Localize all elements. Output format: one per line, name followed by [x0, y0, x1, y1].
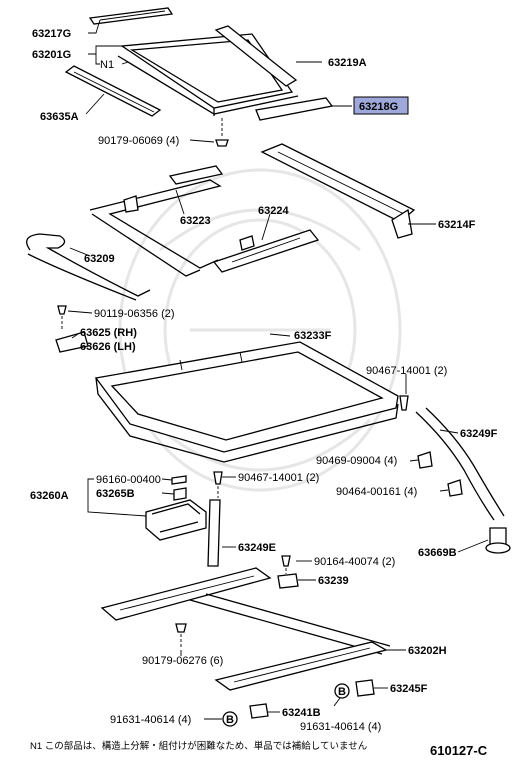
label-63260a: 63260A [30, 490, 69, 502]
label-63224: 63224 [258, 205, 289, 217]
weatherstrip-63219a [214, 25, 298, 87]
label-63249f: 63249F [460, 428, 498, 440]
label-90467-14001-b: 90467-14001 (2) [238, 472, 319, 484]
label-63218g: 63218G [359, 101, 398, 113]
trim-strip-63635a [64, 65, 162, 117]
label-91631-40614-a: 91631-40614 (4) [110, 714, 191, 726]
frame-63223 [89, 165, 224, 277]
housing-63233f [94, 341, 399, 463]
clip-90467-14001-a [399, 395, 409, 411]
label-90119-06356: 90119-06356 (2) [94, 308, 175, 320]
label-63265b: 63265B [96, 488, 135, 500]
label-63241b: 63241B [282, 707, 321, 719]
label-63669b: 63669B [418, 547, 457, 559]
label-90164-40074: 90164-40074 (2) [314, 556, 395, 568]
b-marker-right-text: B [338, 686, 346, 698]
drain-hose-63249f [415, 407, 505, 521]
cable-63209 [26, 233, 151, 301]
b-marker-left: B [222, 711, 238, 727]
label-63233f: 63233F [294, 330, 332, 342]
figure-code: 610127-C [430, 743, 488, 758]
label-91631-40614-b: 91631-40614 (4) [300, 721, 381, 733]
screw-90179-06069 [215, 118, 229, 147]
b-marker-left-text: B [226, 714, 234, 726]
leader-lines [67, 19, 489, 720]
drive-motor-63260a [145, 499, 207, 541]
label-63217g: 63217G [32, 28, 71, 40]
hose-nozzle-63669b [485, 527, 511, 554]
footnote: N1 この部品は、構造上分解・組付けが困難なため、単品では補給していません [30, 740, 367, 752]
label-90179-06069: 90179-06069 (4) [98, 135, 179, 147]
bracket-63625 [55, 331, 89, 353]
part-labels: 63217G 63201G N1 63219A 63635A 63218G 90… [30, 28, 498, 733]
label-n1: N1 [100, 59, 114, 71]
label-63249e: 63249E [238, 542, 276, 554]
bracket-63245f [355, 679, 375, 697]
screw-90119-06356 [57, 305, 67, 330]
label-63209: 63209 [84, 253, 115, 265]
trim-strip-63218g [255, 97, 334, 121]
drain-rail-63214f [260, 143, 416, 239]
clip-90467-14001-b [213, 471, 223, 498]
label-63635a: 63635A [40, 111, 79, 123]
label-63214f: 63214F [438, 219, 476, 231]
b-marker-right: B [334, 683, 350, 699]
drain-hose-63249e [207, 499, 221, 567]
bracket-63241b [249, 703, 269, 719]
bolt-63265b [173, 487, 187, 501]
label-90467-14001-a: 90467-14001 (2) [366, 365, 447, 377]
rail-assembly-63202h [100, 567, 391, 691]
highlight-63218g [353, 96, 409, 115]
label-63201g: 63201G [32, 49, 71, 61]
label-90464-00161: 90464-00161 (4) [336, 486, 417, 498]
clamp-90469-09004 [417, 451, 433, 469]
label-90179-06276: 90179-06276 (6) [142, 655, 223, 667]
clamp-90464-00161 [447, 479, 463, 497]
screw-90179-06276 [175, 623, 187, 648]
label-96160-00400: 96160-00400 [96, 474, 161, 486]
label-63202h: 63202H [408, 645, 447, 657]
label-90469-09004: 90469-09004 (4) [316, 455, 397, 467]
guide-rail-63224 [212, 229, 320, 273]
screw-96160-00400 [171, 475, 187, 485]
bracket-63239 [277, 573, 299, 589]
label-63223: 63223 [180, 215, 211, 227]
label-63626: 63626 (LH) [80, 341, 136, 353]
label-63239: 63239 [318, 575, 349, 587]
label-63625: 63625 (RH) [80, 327, 137, 339]
bolt-90164-40074 [281, 555, 291, 574]
trim-strip-63217g [88, 7, 174, 25]
label-63219a: 63219A [328, 57, 367, 69]
label-63245f: 63245F [390, 683, 428, 695]
